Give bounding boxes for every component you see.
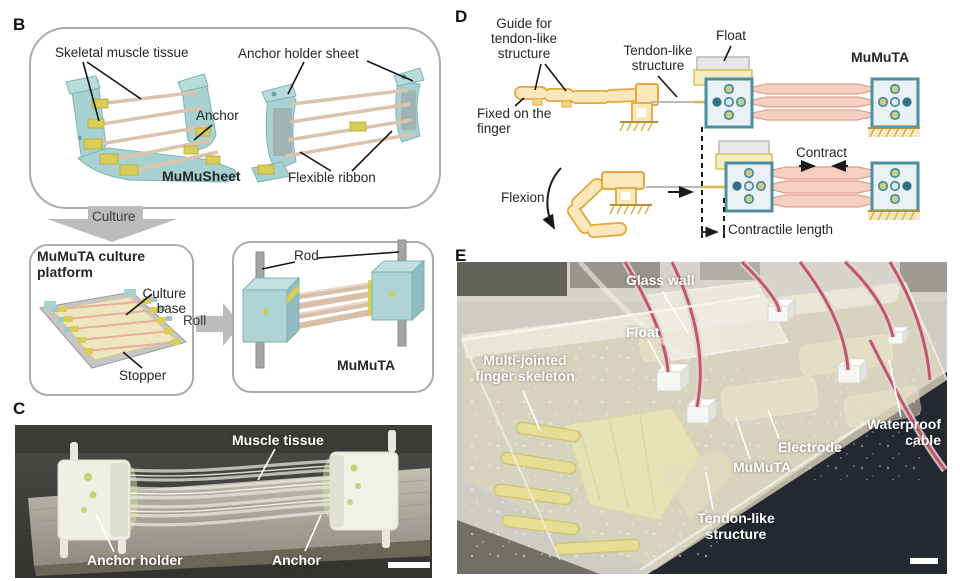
muscle-strands xyxy=(127,459,333,527)
anchor-holder-left xyxy=(57,442,131,558)
panel-b-artwork xyxy=(29,27,441,396)
label-contract: Contract xyxy=(796,145,848,160)
culture-arrow xyxy=(47,206,177,242)
label-mumuta-e: MuMuTA xyxy=(733,459,792,475)
label-float-e: Float xyxy=(626,324,660,340)
mumuta-unit-bottom xyxy=(715,140,920,221)
label-waterproof-cable: Waterproof cable xyxy=(866,416,941,448)
label-fixed-on-finger: Fixed on the finger xyxy=(477,106,552,137)
panel-c-leader-lines xyxy=(95,448,322,553)
label-tendon-like-structure-d: Tendon-like structure xyxy=(623,43,693,74)
label-rod: Rod xyxy=(294,248,319,263)
label-flexion: Flexion xyxy=(501,190,545,205)
label-mumuta-culture-platform: MuMuTA culture platform xyxy=(37,248,146,280)
label-mumuta-d: MuMuTA xyxy=(851,49,910,65)
tank-edges xyxy=(461,281,948,572)
label-skeletal-muscle-tissue: Skeletal muscle tissue xyxy=(55,45,189,60)
panel-letter-c: C xyxy=(13,399,26,418)
mumusheet-render-front xyxy=(65,73,237,183)
mumusheet-render-back xyxy=(251,67,425,183)
label-guide-tendon: Guide for tendon-like structure xyxy=(490,16,558,62)
label-glass-wall: Glass wall xyxy=(626,272,695,288)
label-anchor-holder: Anchor holder xyxy=(87,552,183,568)
label-electrode: Electrode xyxy=(778,439,842,455)
label-muscle-tissue: Muscle tissue xyxy=(232,432,324,448)
roll-arrow xyxy=(196,303,241,346)
label-float-d: Float xyxy=(716,28,747,43)
anchor-holder-right xyxy=(329,430,399,548)
label-anchor-holder-sheet: Anchor holder sheet xyxy=(238,46,359,61)
panel-letter-b: B xyxy=(13,15,26,34)
panel-e-leader-lines xyxy=(522,290,902,510)
label-roll-arrow: Roll xyxy=(183,313,207,328)
culture-platform-render xyxy=(39,289,187,369)
finger-flexed xyxy=(542,167,652,238)
label-stopper: Stopper xyxy=(119,368,167,383)
panel-d-leader-lines xyxy=(514,45,732,107)
mumuta-unit-top xyxy=(693,56,920,138)
label-flexible-ribbon: Flexible ribbon xyxy=(288,170,376,185)
label-tendon-like-structure-e: Tendon-like structure xyxy=(697,510,775,542)
label-anchor-b: Anchor xyxy=(196,108,239,123)
label-multi-jointed-finger-skeleton: Multi-jointed finger skeleton xyxy=(475,352,575,384)
label-mumusheet: MuMuSheet xyxy=(162,168,241,184)
ground-top-right xyxy=(868,127,920,138)
finger-extended xyxy=(514,83,659,132)
finger-skeleton xyxy=(493,407,740,556)
label-culture-arrow: Culture xyxy=(92,209,136,224)
label-contractile-length: Contractile length xyxy=(728,222,834,237)
waterproof-cables xyxy=(578,259,948,473)
panel-letter-d: D xyxy=(455,7,468,26)
label-culture-base: Culture base xyxy=(142,286,186,317)
mumuta-render xyxy=(241,239,426,369)
label-mumuta-b: MuMuTA xyxy=(337,357,396,373)
scale-bar xyxy=(388,562,430,568)
scale-bar xyxy=(910,558,938,564)
label-anchor-c: Anchor xyxy=(272,552,321,568)
panel-e-photo xyxy=(457,259,948,574)
panel-d-artwork xyxy=(514,45,920,238)
panel-c-photo xyxy=(15,425,432,578)
contractile-length-measure xyxy=(701,226,725,238)
panel-b-leader-lines xyxy=(82,60,414,172)
ground-bottom-right xyxy=(868,210,920,221)
panel-letter-e: E xyxy=(455,246,467,265)
